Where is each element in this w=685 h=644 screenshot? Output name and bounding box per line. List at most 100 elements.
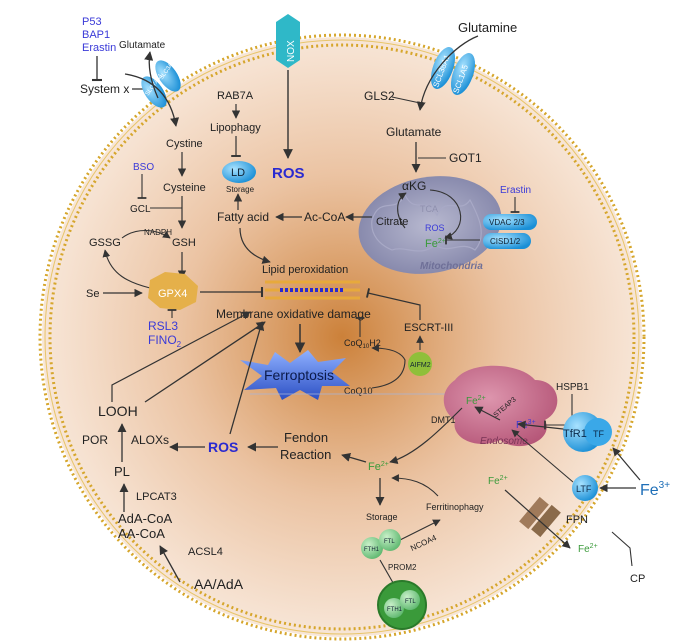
fe-out-label: Fe2+ — [578, 543, 598, 555]
fe-lip-label: Fe2+ — [368, 461, 389, 473]
slc38a1-transporter — [430, 47, 456, 89]
svg-text:FTL: FTL — [384, 539, 395, 545]
nox-channel — [276, 14, 300, 68]
ftl-protein — [379, 529, 401, 551]
reaction-label: Reaction — [280, 447, 331, 462]
prom2-label: PROM2 — [388, 563, 417, 572]
fendon-label: Fendon — [284, 430, 328, 445]
fe-mito-label: Fe2+ — [425, 238, 446, 250]
svg-text:NOX: NOX — [286, 40, 297, 62]
ferroptosis-label: Ferroptosis — [264, 367, 334, 383]
storage-bottom-label: Storage — [366, 512, 398, 522]
bso-label: BSO — [133, 162, 154, 173]
lpcat3-label: LPCAT3 — [136, 491, 177, 503]
storage-ld-label: Storage — [226, 185, 255, 194]
cysteine-label: Cysteine — [163, 182, 206, 194]
lipid-peroxidation-group: Lipid peroxidation Membrane oxidative da… — [216, 264, 371, 354]
fatty-acid-group: Fatty acid Ac-CoA — [217, 210, 372, 264]
slc1a5-transporter — [450, 53, 476, 95]
gpx4-label: GPX4 — [158, 288, 187, 300]
fe-endo-label: Fe2+ — [466, 395, 486, 407]
coq-group: ESCRT-III CoQ10H2 AIFM2 CoQ10 — [344, 288, 453, 396]
lipophagy-label: Lipophagy — [210, 122, 261, 134]
svg-text:FTH1: FTH1 — [364, 547, 380, 553]
endosome-group: Endosome Fe2+ Fe3+ STEAP3 DMT1 HSPB1 — [389, 365, 591, 465]
se-label: Se — [86, 288, 99, 300]
ferritinophagy-label: Ferritinophagy — [426, 502, 484, 512]
cp-label: CP — [630, 573, 645, 585]
ltf-protein — [572, 475, 598, 501]
escrt-label: ESCRT-III — [404, 322, 453, 334]
hspb1-label: HSPB1 — [556, 382, 589, 393]
got1-label: GOT1 — [449, 151, 482, 165]
por-label: POR — [82, 433, 108, 447]
membrane-damage-label: Membrane oxidative damage — [216, 307, 371, 321]
glutamate-mid-label: Glutamate — [386, 125, 442, 139]
dmt1-label: DMT1 — [431, 415, 456, 425]
glutamine-label: Glutamine — [458, 20, 517, 35]
ros-top-label: ROS — [272, 165, 305, 182]
svg-text:CISD1/2: CISD1/2 — [490, 237, 521, 246]
aifm2-protein — [408, 352, 432, 376]
system-x-label: System x — [80, 82, 129, 96]
svg-text:FTH1: FTH1 — [387, 607, 403, 613]
citrate-label: Citrate — [376, 216, 408, 228]
lipid-droplet — [222, 161, 256, 183]
ferritin-group: Storage Ferritinophagy NCOA4 FTH1 FTL PR… — [361, 474, 484, 630]
erastin-top-label: Erastin — [82, 42, 116, 54]
svg-text:TfR1: TfR1 — [563, 428, 587, 440]
fpn-channel-b — [531, 504, 561, 538]
tf-protein — [584, 418, 612, 446]
ac-coa-label: Ac-CoA — [304, 210, 345, 224]
svg-text:FTL: FTL — [405, 599, 416, 605]
ros-mito-label: ROS — [425, 223, 445, 233]
akg-label: αKG — [402, 179, 426, 193]
aa-coa-label: AA-CoA — [118, 526, 165, 541]
svg-text:TCA: TCA — [420, 204, 438, 214]
gssg-label: GSSG — [89, 237, 121, 249]
ada-coa-label: AdA-CoA — [118, 511, 173, 526]
bap1-label: BAP1 — [82, 29, 110, 41]
fatty-acid-label: Fatty acid — [217, 210, 269, 224]
coq10-label: CoQ10 — [344, 386, 373, 396]
gpx4-group: Se GPX4 RSL3 FINO2 — [86, 272, 264, 349]
fpn-label: FPN — [566, 514, 588, 526]
gsh-label: GSH — [172, 237, 196, 249]
svg-text:AIFM2: AIFM2 — [410, 362, 431, 369]
pl-label: PL — [114, 464, 130, 479]
glutaminolysis-group: Glutamine SCL38A1 SCL1A5 GLS2 Glutamate … — [364, 20, 517, 173]
fe3-big-label: Fe3+ — [640, 480, 670, 499]
rsl3-label: RSL3 — [148, 319, 178, 333]
endosome-organelle — [443, 365, 558, 447]
slc3a2-transporter — [155, 60, 181, 92]
transferrin-group: TfR1 TF Fe3+ LTF — [511, 412, 670, 501]
p53-label: P53 — [82, 16, 102, 28]
cell-membrane — [38, 33, 646, 641]
vdac-protein — [483, 214, 537, 230]
erastin-mito-label: Erastin — [500, 185, 531, 196]
gls2-label: GLS2 — [364, 89, 395, 103]
glutamate-top-label: Glutamate — [119, 40, 166, 51]
acsl4-label: ACSL4 — [188, 546, 223, 558]
aa-ada-label: AA/AdA — [194, 576, 244, 592]
fino2-label: FINO2 — [148, 333, 182, 349]
rab7a-label: RAB7A — [217, 90, 254, 102]
fe-right-label: Fe2+ — [488, 475, 508, 487]
cystine-label: Cystine — [166, 138, 203, 150]
lipid-peroxidation-label: Lipid peroxidation — [262, 264, 348, 276]
coqh2-label: CoQ10H2 — [344, 338, 381, 350]
gcl-label: GCL — [130, 204, 151, 215]
gsh-synthesis-group: Cystine BSO Cysteine GCL NADPH GSSG GSH — [89, 138, 206, 289]
fth1-protein — [361, 537, 383, 559]
lipid-synthesis-group: LOOH POR ALOXs ROS Fendon Reaction PL Fe… — [82, 311, 389, 592]
svg-text:TF: TF — [593, 429, 604, 439]
nox-group: NOX ROS — [272, 14, 305, 182]
aloxs-label: ALOXs — [131, 433, 169, 447]
fpn-group: Fe2+ FPN Fe2+ CP — [488, 475, 645, 585]
ros-bottom-label: ROS — [208, 439, 238, 455]
svg-text:LTF: LTF — [576, 484, 592, 494]
ferroptosis-burst: Ferroptosis — [240, 350, 350, 400]
gpx4-shape — [148, 272, 198, 310]
lipophagy-group: RAB7A Lipophagy LD Storage — [210, 90, 261, 210]
